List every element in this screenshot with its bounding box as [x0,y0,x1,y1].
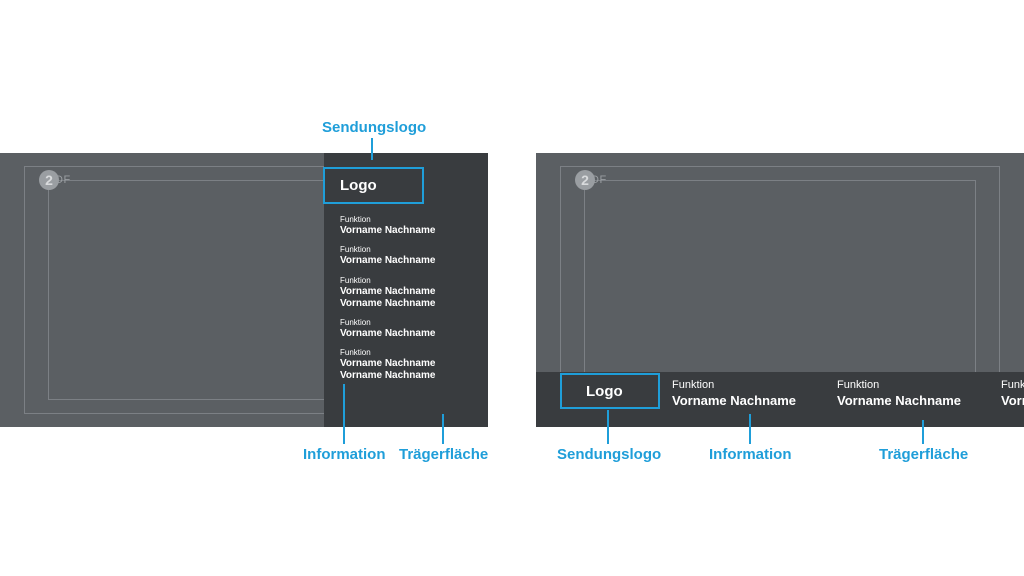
left-credit-5: Funktion Vorname Nachname Vorname Nachna… [340,348,435,382]
credit-function: Funktion [1001,379,1024,391]
right-logo-text: Logo [586,382,623,400]
left-label-traegerflaeche: Trägerfläche [399,446,489,463]
left-connector-traegerflaeche [442,414,444,444]
zdf-logo-mark: 2 [575,170,595,190]
credit-name: Vorname Nachname [340,370,436,381]
right-label-sendungslogo: Sendungslogo [557,446,662,463]
right-credit-2: Funktion Vorname Nachname [837,378,961,409]
right-connector-sendungslogo [607,410,609,444]
credit-function: Funktion [340,245,371,254]
right-connector-traegerflaeche [922,420,924,444]
left-zdf-logo: 2 DF [39,170,71,190]
left-connector-information [343,384,345,444]
left-connector-sendungslogo [371,138,373,160]
credit-function: Funktion [340,348,371,357]
credit-name: Vorname Nachname [1001,393,1024,408]
left-logo-box: Logo [323,167,424,204]
right-label-traegerflaeche: Trägerfläche [879,446,969,463]
left-logo-text: Logo [340,177,377,194]
zdf-logo-mark: 2 [39,170,59,190]
left-credit-4: Funktion Vorname Nachname [340,318,435,340]
left-credit-1: Funktion Vorname Nachname [340,215,435,237]
credit-name: Vorname Nachname [672,393,797,408]
right-zdf-logo: 2 DF [575,170,607,190]
credit-name: Vorname Nachname [340,255,436,266]
credit-function: Funktion [340,276,371,285]
credit-name: Vorname Nachname [340,286,436,297]
right-carrier-bar [536,372,1024,427]
left-screen: 2 DF Logo Funktion Vorname Nachname Funk… [0,153,488,427]
right-connector-information [749,414,751,444]
right-inner-safe-area [584,180,976,400]
left-carrier-panel [324,153,488,427]
zdf-logo-text: DF [591,174,607,186]
credit-name: Vorname Nachname [837,393,962,408]
right-credit-3: Funktion Vorname Nachname [1001,378,1024,409]
credit-name: Vorname Nachname [340,225,436,236]
right-credit-1: Funktion Vorname Nachname [672,378,796,409]
right-label-information: Information [709,446,792,463]
credit-function: Funktion [837,379,880,391]
credit-function: Funktion [672,379,715,391]
right-logo-box: Logo [560,373,660,409]
left-label-information: Information [303,446,386,463]
credit-name: Vorname Nachname [340,358,436,369]
left-label-sendungslogo: Sendungslogo [322,119,427,136]
credit-name: Vorname Nachname [340,298,436,309]
credit-name: Vorname Nachname [340,328,436,339]
right-screen: 2 DF Logo Funktion Vorname Nachname Funk… [536,153,1024,427]
credit-function: Funktion [340,215,371,224]
zdf-logo-text: DF [55,174,71,186]
left-credit-3: Funktion Vorname Nachname Vorname Nachna… [340,276,435,310]
credit-function: Funktion [340,318,371,327]
left-credit-2: Funktion Vorname Nachname [340,245,435,267]
